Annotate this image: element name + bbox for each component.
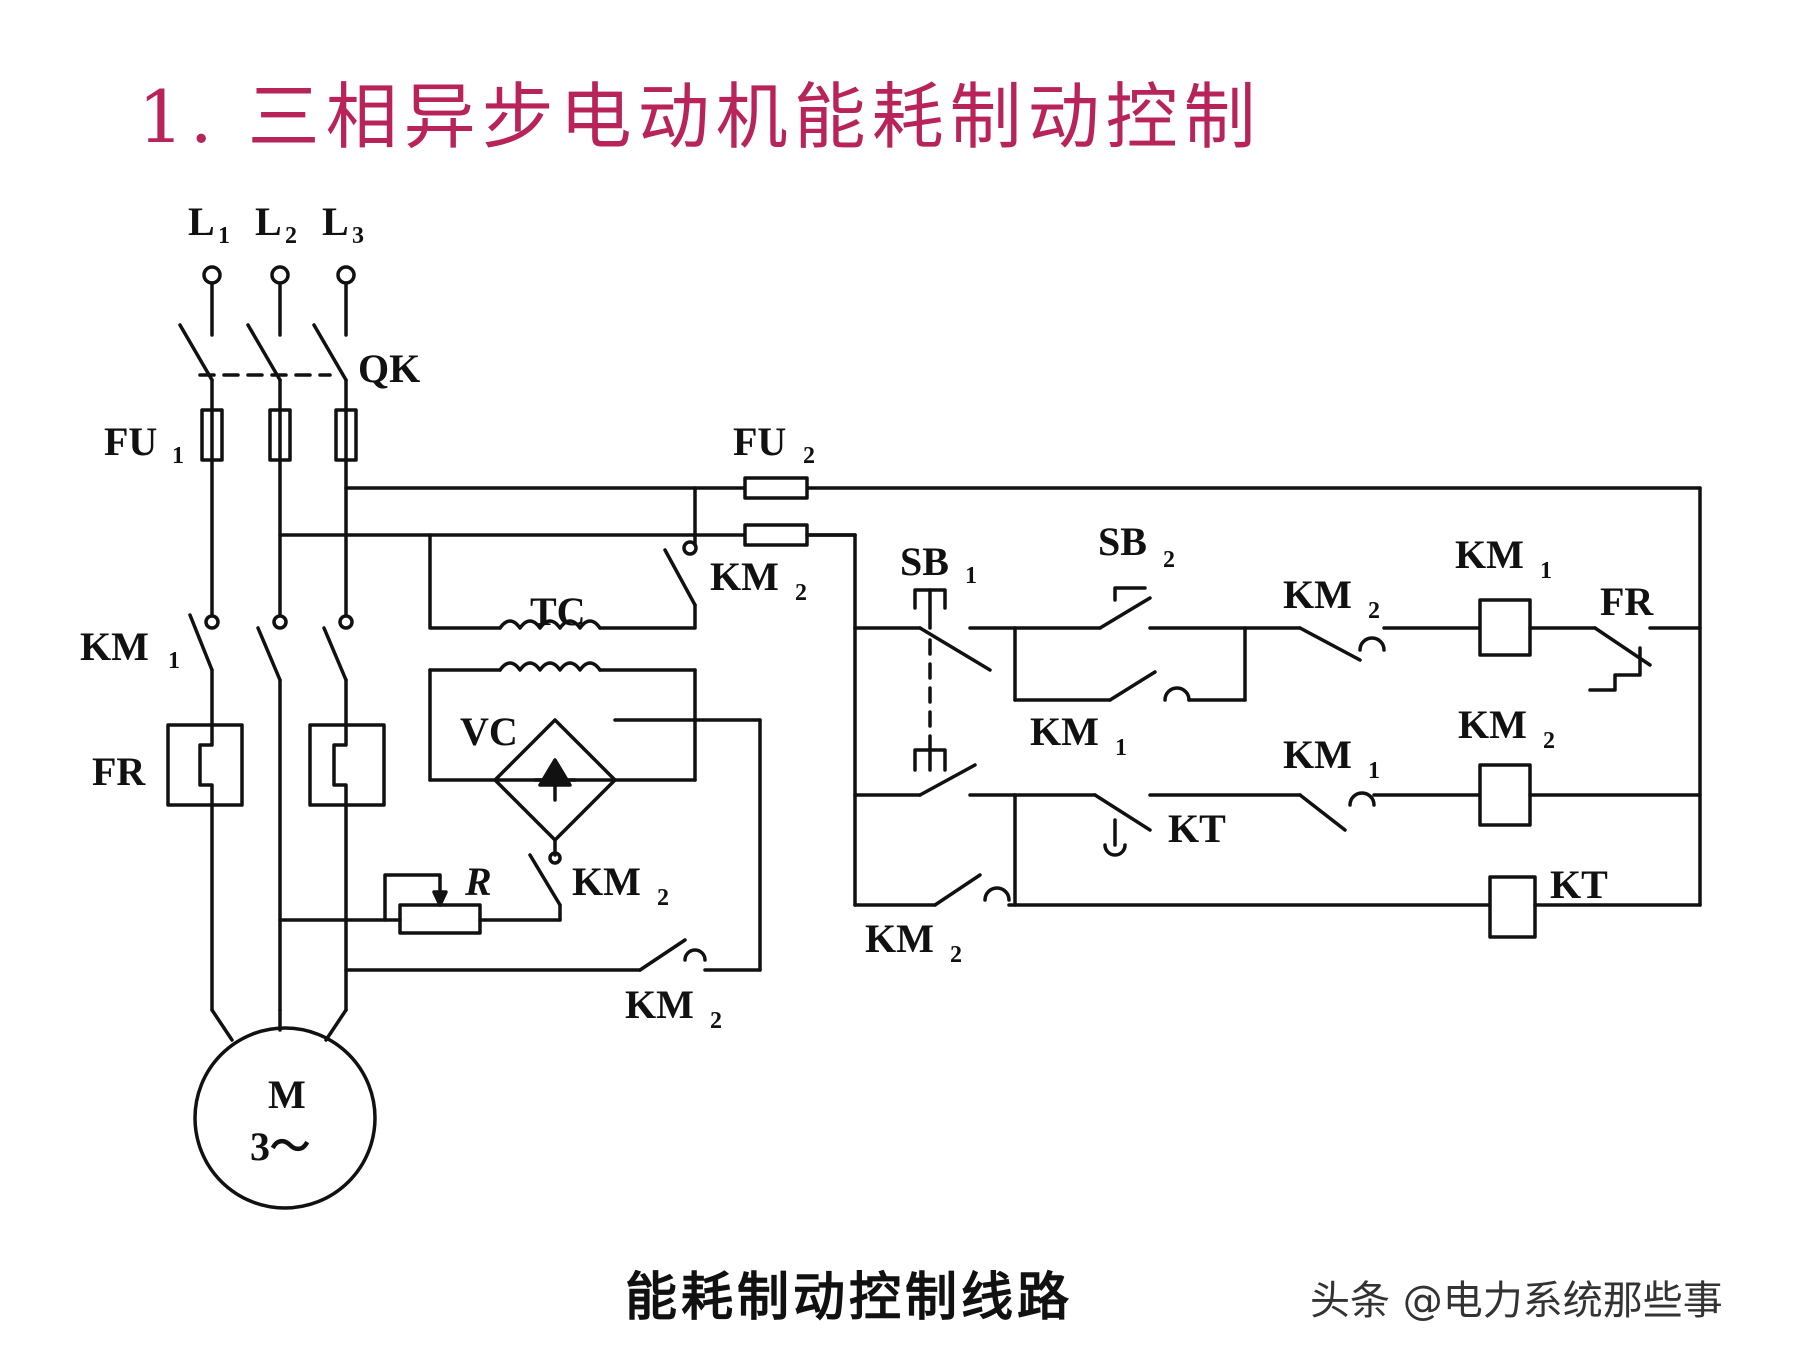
svg-text:2: 2 — [285, 223, 297, 249]
km1-main-contacts — [188, 613, 354, 1012]
svg-text:1: 1 — [1540, 558, 1552, 584]
tc-transformer — [428, 533, 697, 782]
fu2-fuses — [743, 476, 809, 547]
km2-mid-contact — [478, 851, 562, 922]
label-fr-main: FR — [92, 749, 146, 794]
motor — [193, 1008, 377, 1210]
row-2 — [853, 748, 1702, 907]
qk-switch — [178, 323, 348, 412]
svg-text:2: 2 — [657, 885, 669, 911]
label-r: R — [464, 859, 492, 904]
label-fu2: FU — [733, 419, 786, 464]
svg-text:1: 1 — [965, 563, 977, 589]
label-km2-coil: KM — [1458, 702, 1527, 747]
svg-text:2: 2 — [950, 942, 962, 968]
row-3 — [853, 873, 1702, 939]
label-km1-hold: KM — [1030, 709, 1099, 754]
svg-text:2: 2 — [710, 1008, 722, 1034]
supply-terminals — [202, 265, 356, 337]
svg-text:2: 2 — [1543, 728, 1555, 754]
svg-text:3: 3 — [352, 223, 364, 249]
page-title: 1. 三相异步电动机能耗制动控制 — [138, 75, 1262, 159]
label-km2-hold: KM — [865, 916, 934, 961]
svg-text:2: 2 — [795, 580, 807, 606]
label-sb1: SB — [900, 539, 949, 584]
label-vc: VC — [460, 709, 518, 754]
svg-text:1: 1 — [172, 443, 184, 469]
km2-top-contact — [663, 486, 698, 607]
label-fr-ctrl: FR — [1600, 579, 1654, 624]
label-qk: QK — [358, 346, 420, 391]
row-1 — [853, 586, 1702, 702]
label-l1: L — [188, 199, 215, 244]
svg-text:1: 1 — [1368, 758, 1380, 784]
label-km2-top: KM — [710, 554, 779, 599]
label-fu1: FU — [104, 419, 157, 464]
label-kt-coil: KT — [1550, 862, 1608, 907]
label-km2-bot: KM — [625, 982, 694, 1027]
svg-text:1: 1 — [218, 223, 230, 249]
km2-bot-contact — [344, 938, 762, 972]
label-km2-mid: KM — [572, 859, 641, 904]
label-km2-c1: KM — [1283, 572, 1352, 617]
fr-thermal-relay-main — [166, 723, 386, 1012]
resistor-r — [278, 873, 482, 935]
svg-text:2: 2 — [1368, 598, 1380, 624]
diagram-caption: 能耗制动控制线路 — [625, 1268, 1074, 1328]
svg-text:1: 1 — [168, 648, 180, 674]
label-motor-m: M — [268, 1072, 306, 1117]
control-rails — [805, 486, 1702, 907]
label-l3: L — [322, 199, 349, 244]
svg-text:2: 2 — [1163, 547, 1175, 573]
diagram-labels: L 1 L 2 L 3 QK FU 1 FU 2 KM 1 FR TC VC K… — [80, 199, 1654, 1169]
watermark: 头条 @电力系统那些事 — [1310, 1278, 1723, 1324]
label-tc: TC — [530, 589, 586, 634]
fu1-fuses — [200, 408, 358, 462]
vc-bridge — [493, 718, 762, 972]
label-motor-phase: 3～ — [250, 1124, 310, 1169]
label-kt-contact: KT — [1168, 806, 1226, 851]
svg-text:2: 2 — [803, 443, 815, 469]
label-l2: L — [255, 199, 282, 244]
label-sb2: SB — [1098, 519, 1147, 564]
label-km1-c2: KM — [1283, 732, 1352, 777]
label-km1-coil: KM — [1455, 532, 1524, 577]
label-km1-main: KM — [80, 624, 149, 669]
svg-text:1: 1 — [1115, 735, 1127, 761]
